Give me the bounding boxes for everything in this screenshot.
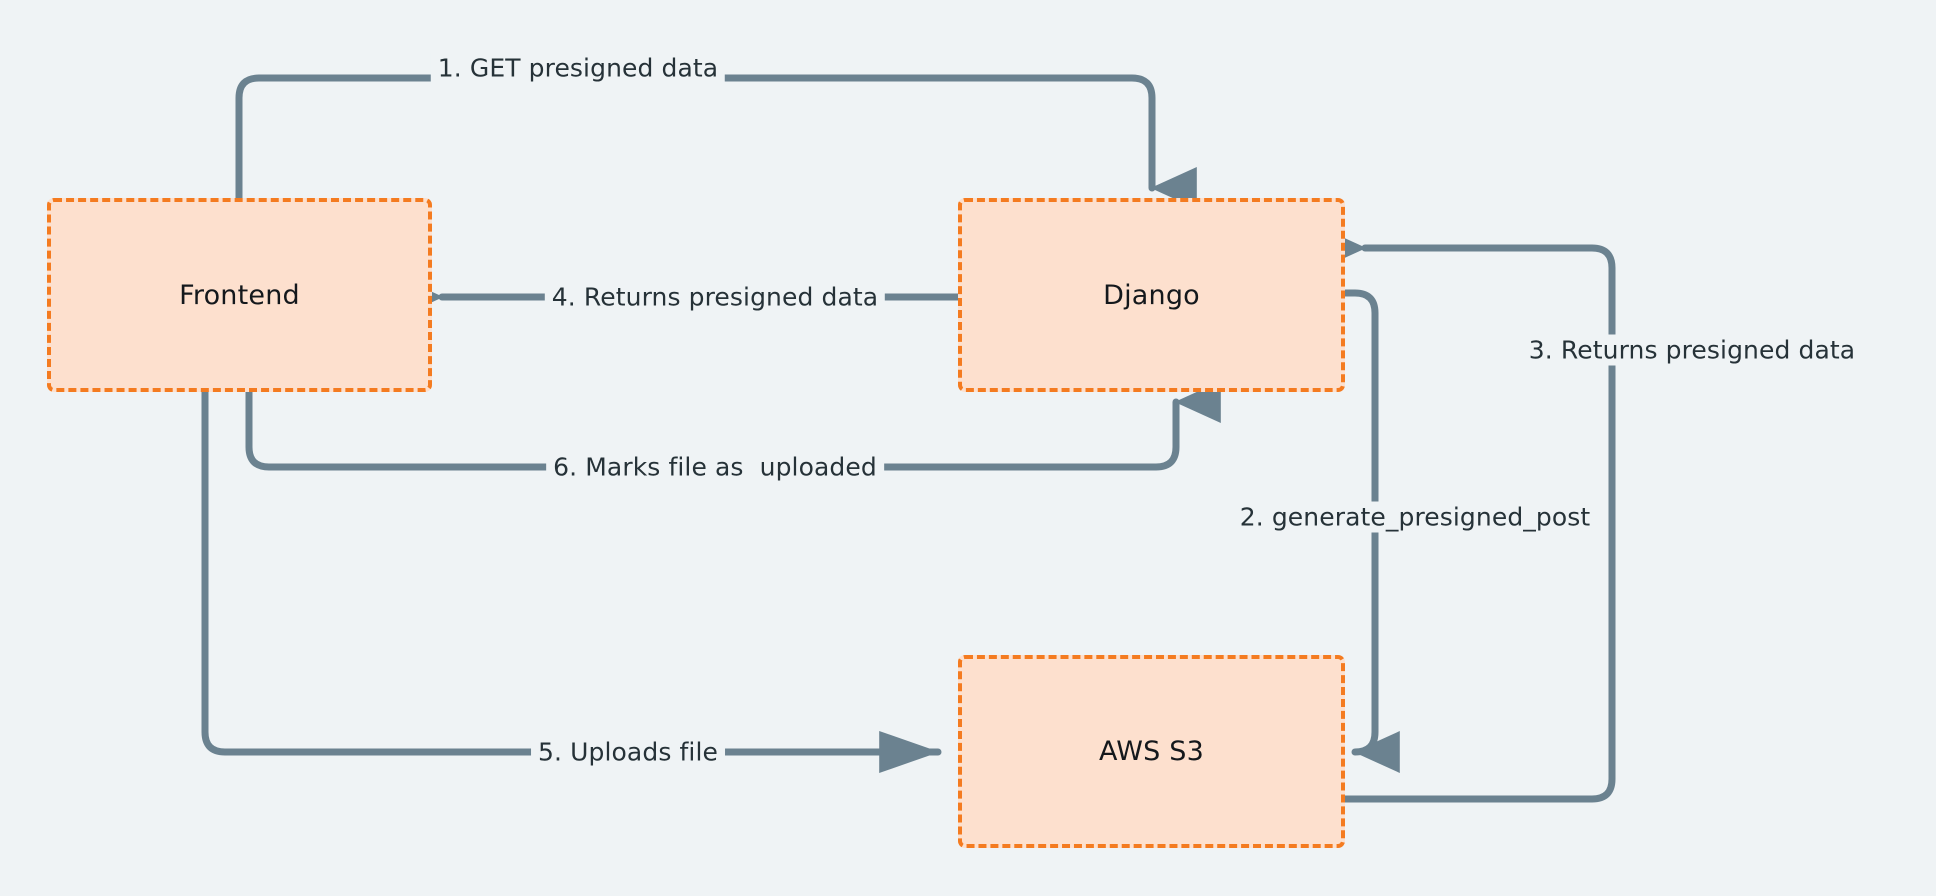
node-frontend-label: Frontend	[179, 279, 300, 311]
edge-label-step-4: 4. Returns presigned data	[544, 281, 886, 313]
node-aws-s3[interactable]: AWS S3	[958, 655, 1345, 848]
node-aws-s3-label: AWS S3	[1099, 736, 1204, 767]
edge-label-step-2: 2. generate_presigned_post	[1232, 501, 1598, 533]
node-django[interactable]: Django	[958, 198, 1345, 392]
connector-step-3	[1320, 227, 1616, 803]
edge-label-step-6: 6. Marks file as uploaded	[546, 451, 884, 483]
edge-label-step-5: 5. Uploads file	[531, 736, 725, 768]
connector-step-5	[201, 388, 942, 773]
edge-label-step-1: 1. GET presigned data	[430, 52, 726, 84]
node-django-label: Django	[1103, 279, 1200, 311]
connector-step-2	[1310, 289, 1379, 774]
node-frontend[interactable]: Frontend	[47, 198, 432, 392]
edge-label-step-3: 3. Returns presigned data	[1521, 334, 1863, 366]
connector-step-1	[235, 74, 1197, 209]
